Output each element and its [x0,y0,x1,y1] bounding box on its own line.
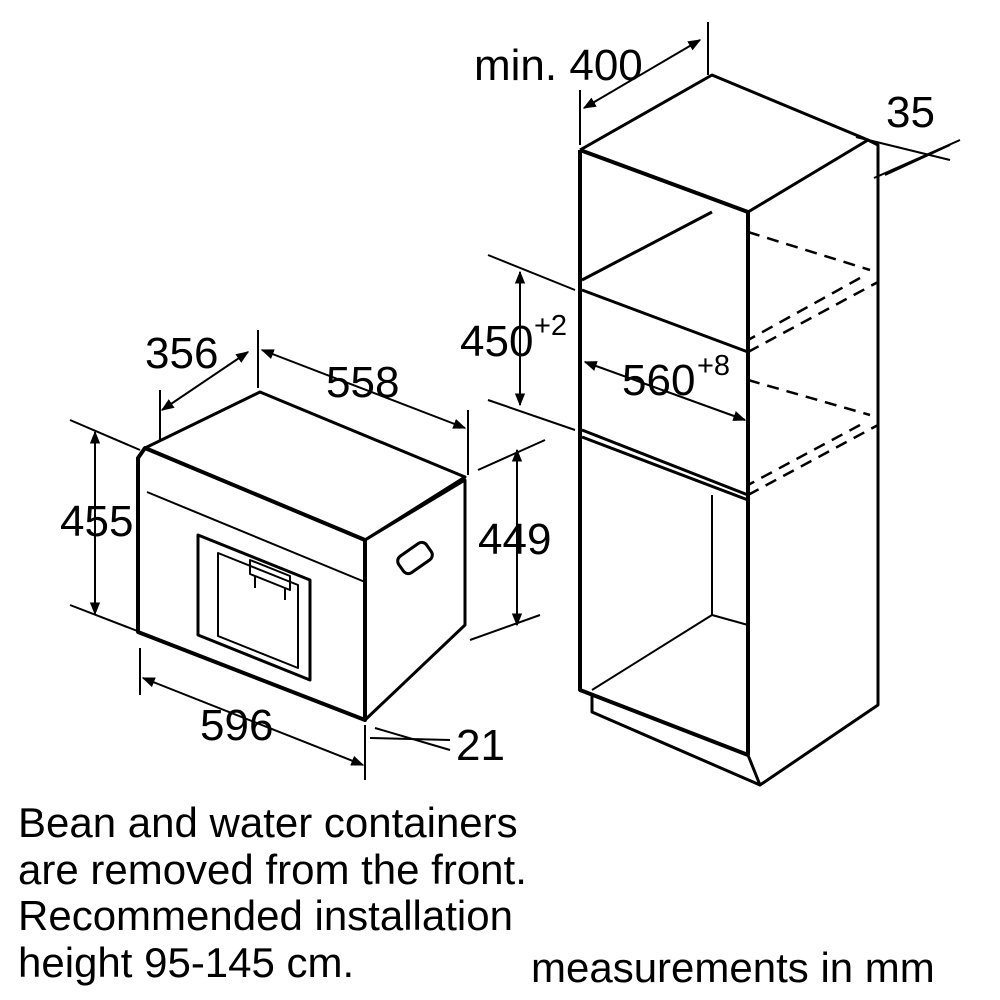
dim-400-label: min. 400 [474,41,643,90]
cabinet-front-left [578,150,749,757]
cabinet-shelf-middle [581,428,749,502]
dim-596-line [141,677,365,766]
units-label: measurements in mm [531,944,935,991]
dispenser-recess [196,533,312,682]
installation-note: Bean and water containers are removed fr… [18,799,527,986]
dispenser-recess-inner [217,552,299,669]
cabinet-shelf-upper [581,210,749,354]
appliance-front-frame [136,446,367,722]
appliance-panel-line [146,491,366,583]
cabinet-inner-lines [591,495,749,691]
dim-21-label: 21 [456,721,505,770]
dispenser-spout [249,559,291,600]
dim-450-label: 450 [460,317,533,366]
note-line: Bean and water containers [18,799,518,846]
dim-400-line [582,39,702,109]
dim-35-line [884,144,951,176]
appliance-dimensions [69,330,546,780]
dim-560-line [583,361,747,421]
appliance-drawing [136,390,467,722]
cabinet-dimensions [487,22,961,431]
dim-558-label: 558 [326,358,399,407]
cabinet-plinth [590,695,761,787]
cabinet-hidden-lines [747,230,879,497]
dim-596-label: 596 [200,701,273,750]
dim-21-line [369,737,451,741]
cabinet-drawing [578,73,880,787]
appliance-side [363,478,467,722]
dim-560-tolerance: +8 [697,350,730,382]
cabinet-top-front [579,148,750,755]
cabinet-top [579,73,870,214]
dim-450-tolerance: +2 [534,310,567,342]
side-handle-slot [396,540,434,576]
cabinet-right-side [746,138,880,787]
dim-35-label: 35 [886,88,935,137]
dim-449-label: 449 [478,515,551,564]
dim-455-label: 455 [60,497,133,546]
note-line: height 95-145 cm. [18,938,355,986]
dim-558-line [260,349,467,429]
note-line: are removed from the front. [18,845,527,893]
dim-560-label: 560 [622,356,695,405]
dim-356-line [160,351,250,411]
note-line: Recommended installation [18,892,513,939]
dim-356-label: 356 [145,329,218,378]
